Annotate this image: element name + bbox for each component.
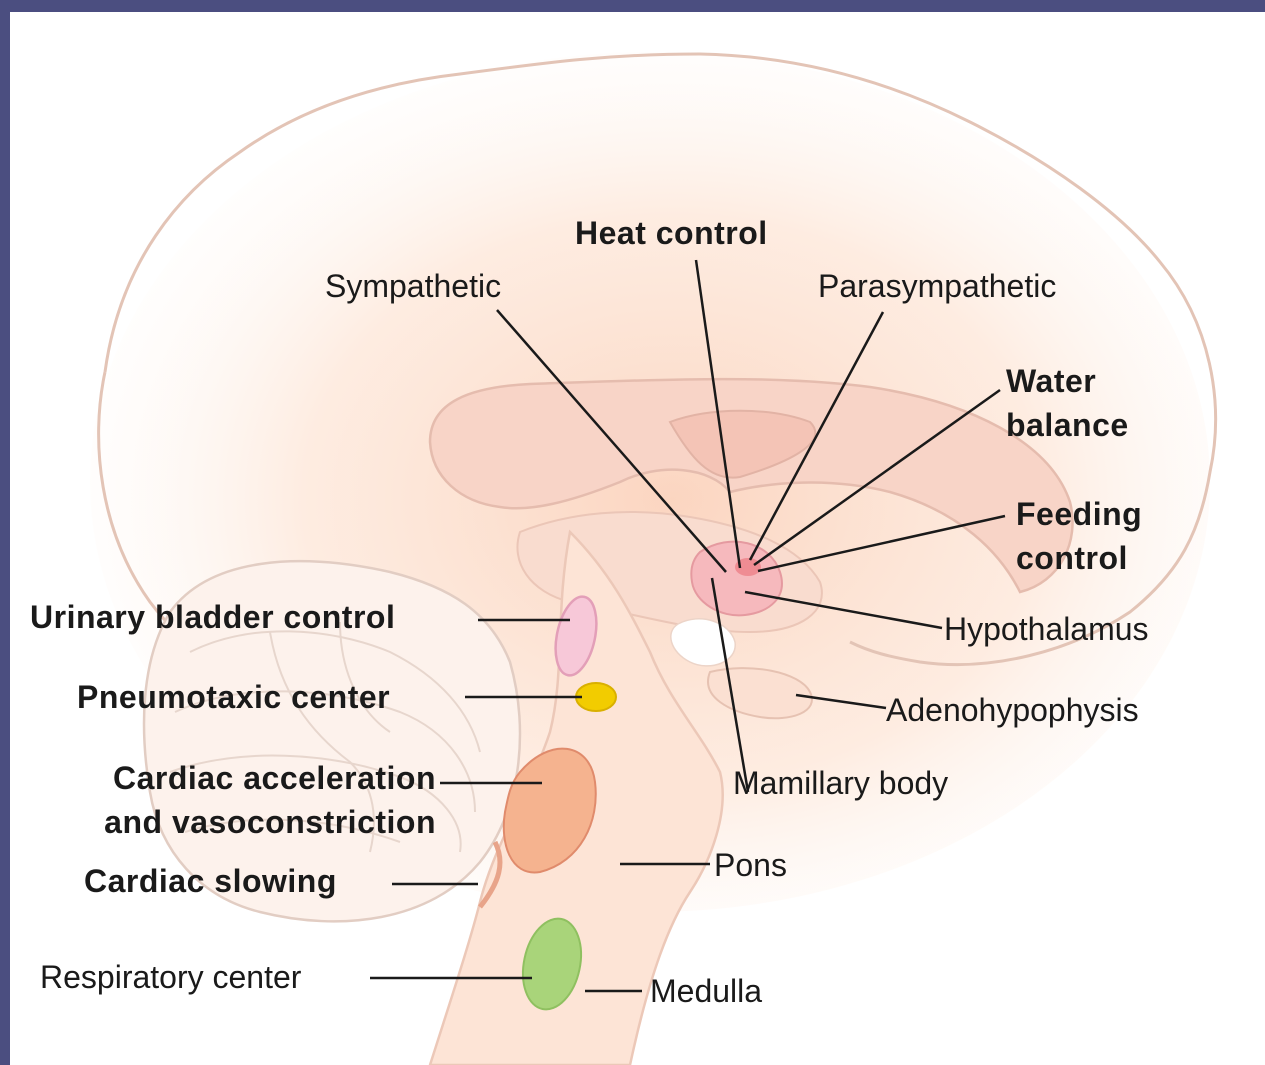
label-water-balance-line2: balance bbox=[1006, 406, 1129, 444]
label-feeding-control: Feeding control bbox=[1016, 495, 1142, 577]
label-pons: Pons bbox=[714, 846, 787, 884]
label-urinary-bladder-control: Urinary bladder control bbox=[30, 598, 395, 636]
label-cardiac-acceleration-line2: and vasoconstriction bbox=[30, 803, 436, 841]
label-respiratory-center: Respiratory center bbox=[40, 958, 301, 996]
label-adenohypophysis: Adenohypophysis bbox=[886, 691, 1139, 729]
label-mamillary-body: Mamillary body bbox=[733, 764, 948, 802]
label-hypothalamus: Hypothalamus bbox=[944, 610, 1149, 648]
label-water-balance: Water balance bbox=[1006, 362, 1129, 444]
label-cardiac-acceleration-line1: Cardiac acceleration bbox=[30, 759, 436, 797]
label-sympathetic: Sympathetic bbox=[325, 267, 501, 305]
label-heat-control: Heat control bbox=[575, 214, 768, 252]
label-cardiac-acceleration: Cardiac acceleration and vasoconstrictio… bbox=[30, 759, 436, 841]
label-feeding-control-line2: control bbox=[1016, 539, 1142, 577]
label-parasympathetic: Parasympathetic bbox=[818, 267, 1056, 305]
label-pneumotaxic-center: Pneumotaxic center bbox=[77, 678, 390, 716]
label-water-balance-line1: Water bbox=[1006, 362, 1129, 400]
label-medulla: Medulla bbox=[650, 972, 762, 1010]
label-feeding-control-line1: Feeding bbox=[1016, 495, 1142, 533]
diagram-canvas: Heat control Sympathetic Parasympathetic… bbox=[10, 12, 1265, 1065]
label-cardiac-slowing: Cardiac slowing bbox=[84, 862, 337, 900]
